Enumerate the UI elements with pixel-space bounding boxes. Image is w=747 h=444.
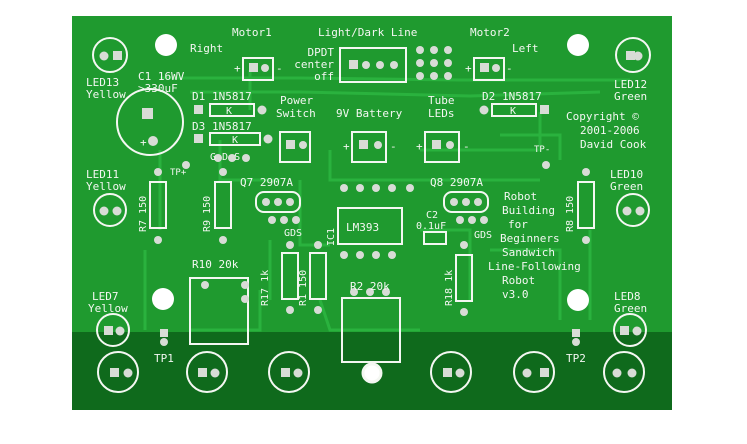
mounting-hole-bottom-right — [567, 289, 589, 311]
robot-line-1: Robot — [504, 190, 537, 203]
robot-line-6: Line-Following — [488, 260, 581, 273]
label-author: David Cook — [580, 138, 647, 151]
label-q8: Q8 2907A — [430, 176, 483, 189]
label-r2: R2 20k — [350, 280, 390, 293]
label-gds-left: GDS — [284, 228, 302, 239]
label-dpdt: DPDT — [308, 46, 335, 59]
label-tp-minus: TP- — [534, 145, 550, 155]
robot-line-2: Building — [502, 204, 555, 217]
label-r1: R1 150 — [298, 270, 309, 306]
label-tp2: TP2 — [566, 352, 586, 365]
label-r17: R17 1k — [260, 270, 271, 306]
label-minus-motor1: - — [276, 62, 283, 75]
label-r18: R18 1k — [444, 270, 455, 306]
label-off: off — [314, 70, 334, 83]
label-ic1: IC1 — [326, 228, 337, 246]
label-plus-c1: + — [140, 136, 147, 149]
diodes — [209, 103, 537, 146]
label-c2: C2 — [426, 210, 438, 221]
headers — [242, 46, 505, 163]
ic1-footprint — [337, 184, 447, 259]
robot-line-5: Sandwich — [502, 246, 555, 259]
label-r8: R8 150 — [565, 196, 576, 232]
label-gds-top: G D S — [210, 152, 240, 163]
label-switch: Switch — [276, 107, 316, 120]
label-k-d3: K — [232, 135, 238, 146]
mounting-hole-top-right — [567, 34, 589, 56]
label-c1-value: >330uF — [138, 82, 178, 95]
label-plus-battery: + — [343, 140, 350, 153]
label-d3: D3 — [192, 120, 205, 133]
label-d2-part: 1N5817 — [502, 90, 542, 103]
mounting-holes — [152, 34, 589, 384]
label-right: Right — [190, 42, 223, 55]
led-pads — [99, 51, 645, 378]
label-tp-plus: TP+ — [170, 168, 187, 178]
label-motor1: Motor1 — [232, 26, 272, 39]
label-years: 2001-2006 — [580, 124, 640, 137]
label-copyright: Copyright © — [566, 110, 639, 123]
robot-title-block: Robot Building for Beginners Sandwich Li… — [488, 190, 581, 301]
label-green-top: Green — [614, 90, 647, 103]
label-yellow-top: Yellow — [86, 88, 126, 101]
label-minus-tube: - — [463, 140, 470, 153]
test-points — [160, 161, 580, 346]
label-c1: C1 16WV — [138, 70, 185, 83]
resistors — [149, 181, 595, 302]
resistor-pads — [154, 168, 590, 316]
label-d1: D1 — [192, 90, 205, 103]
label-motor2: Motor2 — [470, 26, 510, 39]
label-gds-right: GDS — [474, 230, 492, 241]
label-c2-value: 0.1uF — [416, 221, 446, 232]
label-k-d2: K — [510, 106, 516, 117]
label-d1-part: 1N5817 — [212, 90, 252, 103]
label-led8: LED8 — [614, 290, 641, 303]
mounting-hole-center — [361, 362, 383, 384]
label-plus-motor2: + — [465, 62, 472, 75]
label-r7: R7 150 — [138, 196, 149, 232]
label-r10: R10 20k — [192, 258, 239, 271]
mounting-hole-bottom-left — [152, 288, 174, 310]
label-led13: LED13 — [86, 76, 119, 89]
label-lm393: LM393 — [346, 221, 379, 234]
potentiometers — [189, 277, 401, 363]
label-left: Left — [512, 42, 539, 55]
mounting-hole-top-left — [155, 34, 177, 56]
label-led10: LED10 — [610, 168, 643, 181]
label-led7: LED7 — [92, 290, 119, 303]
pot-pads — [201, 281, 390, 303]
label-k-d1: K — [226, 106, 232, 117]
robot-line-3: for — [508, 218, 528, 231]
label-plus-motor1: + — [234, 62, 241, 75]
robot-line-4: Beginners — [500, 232, 560, 245]
label-green-bot: Green — [614, 302, 647, 315]
label-power: Power — [280, 94, 313, 107]
label-d3-part: 1N5817 — [212, 120, 252, 133]
label-leds: LEDs — [428, 107, 455, 120]
label-light-dark-line: Light/Dark Line — [318, 26, 417, 39]
led-footprints — [92, 37, 651, 393]
robot-line-7: Robot — [502, 274, 535, 287]
label-plus-tube: + — [416, 140, 423, 153]
capacitor-c1 — [116, 88, 184, 156]
label-led11: LED11 — [86, 168, 119, 181]
transistors — [255, 191, 489, 224]
label-center: center — [294, 58, 334, 71]
robot-line-8: v3.0 — [502, 288, 529, 301]
label-r9: R9 150 — [202, 196, 213, 232]
label-yellow-bot: Yellow — [88, 302, 128, 315]
label-minus-battery: - — [390, 140, 397, 153]
label-battery: 9V Battery — [336, 107, 403, 120]
label-led12: LED12 — [614, 78, 647, 91]
label-minus-motor2: - — [506, 62, 513, 75]
label-tube: Tube — [428, 94, 455, 107]
label-green-mid: Green — [610, 180, 643, 193]
silkscreen-labels: Motor1 Right Light/Dark Line DPDT center… — [86, 26, 647, 365]
label-q7: Q7 2907A — [240, 176, 293, 189]
label-tp1: TP1 — [154, 352, 174, 365]
diode-pads — [194, 105, 549, 162]
label-yellow-mid: Yellow — [86, 180, 126, 193]
label-d2: D2 — [482, 90, 495, 103]
